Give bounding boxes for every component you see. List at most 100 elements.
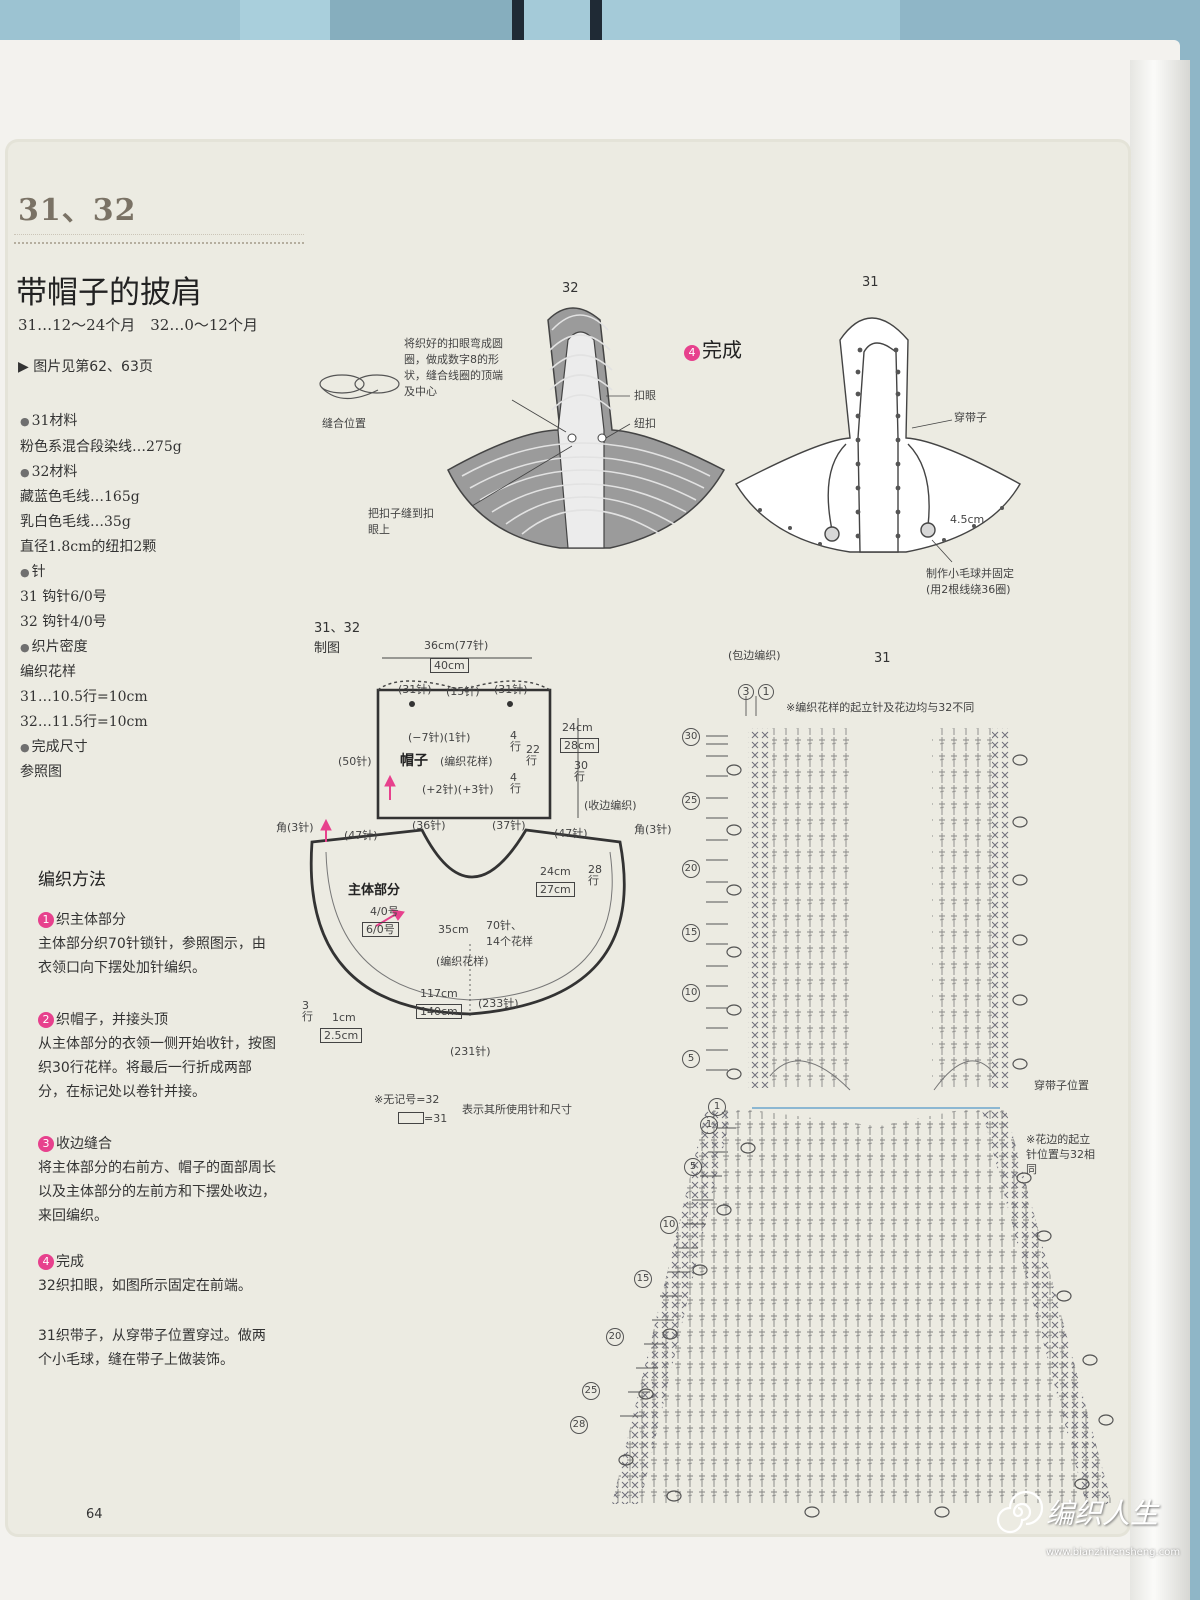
edge-width-31: 2.5cm xyxy=(320,1028,363,1043)
row-number: 10 xyxy=(660,1216,678,1234)
step-3-body: 将主体部分的右前方、帽子的面部周长以及主体部分的左前方和下摆处收边，来回编织。 xyxy=(38,1160,276,1224)
stitches-37: (37针) xyxy=(492,819,526,832)
watermark-url: www.bianzhirensheng.com xyxy=(1046,1547,1181,1558)
legend-text: 表示其所使用针和尺寸 xyxy=(462,1103,572,1116)
step-title-text: 织主体部分 xyxy=(56,912,126,928)
hood-label: 帽子 xyxy=(400,753,428,769)
body-height-31: 27cm xyxy=(536,882,575,897)
hood-stitches-center: (15针) xyxy=(446,685,480,698)
row-number: 20 xyxy=(682,860,700,878)
row-number: 20 xyxy=(606,1328,624,1346)
step-1-body: 主体部分织70针锁针，参照图示，由衣领口向下摆处加针编织。 xyxy=(38,936,266,976)
title-rule xyxy=(14,242,304,244)
row-number: 1 xyxy=(700,1116,718,1134)
page-number: 64 xyxy=(86,1507,103,1522)
pattern-number: 31、32 xyxy=(18,193,137,228)
pattern-repeats: 14个花样 xyxy=(486,935,533,948)
material-line: 粉色系混合段染线…275g xyxy=(20,439,182,455)
hem-width: 117cm xyxy=(420,987,458,1000)
book-spine xyxy=(1130,60,1190,1600)
spiral-logo-icon xyxy=(996,1490,1044,1534)
hood-pattern: (编织花样) xyxy=(440,755,493,768)
needle-31: 6/0号 xyxy=(362,922,399,937)
schematic-subtitle: 制图 xyxy=(314,641,341,656)
neck-stitches: 70针、 xyxy=(486,919,522,932)
row-number: 5 xyxy=(684,1158,702,1176)
hood-height-31: 28cm xyxy=(560,738,599,753)
material-line: 参照图 xyxy=(20,764,62,780)
step-number-icon: 1 xyxy=(38,912,54,928)
row-number: 25 xyxy=(682,792,700,810)
pompom-note-2: (用2根线绕36圈) xyxy=(926,583,1011,596)
row-number: 28 xyxy=(570,1416,588,1434)
drawstring-label: 穿带子 xyxy=(954,411,987,424)
row-number: 10 xyxy=(682,984,700,1002)
edging-label: (收边编织) xyxy=(584,799,637,812)
edge-width: 1cm xyxy=(332,1011,356,1024)
body-label: 主体部分 xyxy=(348,883,401,898)
hood-decrease: (−7针)(1针) xyxy=(408,731,471,744)
arrow-icon: ▶ xyxy=(18,359,34,375)
stitches-47-right: (47针) xyxy=(554,827,588,840)
step-4-extra: 31织带子，从穿带子位置穿过。做两个小毛球，缝在带子上做装饰。 xyxy=(38,1328,266,1368)
material-heading: 31材料 xyxy=(20,414,78,428)
hem-width-31: 140cm xyxy=(416,1004,462,1019)
buttonhole-note: 将织好的扣眼弯成圆圈，做成数字8的形状，缝合线圈的顶端及中心 xyxy=(404,337,503,398)
hood-increase: (+2针)(+3针) xyxy=(422,783,494,796)
chart-note-side: ※花边的起立针位置与32相同 xyxy=(1026,1133,1095,1176)
step-2-body: 从主体部分的衣领一侧开始收针，按图织30行花样。将最后一行折成两部分，在标记处以… xyxy=(38,1036,276,1100)
bottom-stitches: (231针) xyxy=(450,1045,491,1058)
method-heading: 编织方法 xyxy=(38,870,106,890)
buttonhole-loop-illustration xyxy=(319,374,400,400)
material-line: 藏蓝色毛线…165g xyxy=(20,489,140,505)
material-line: 乳白色毛线…35g xyxy=(20,514,131,530)
row-number: 15 xyxy=(634,1270,652,1288)
row-number: 15 xyxy=(682,924,700,942)
chart-title: 31 xyxy=(874,651,891,666)
step-title-text: 收边缝合 xyxy=(56,1136,112,1152)
stitches-47-left: (47针) xyxy=(344,829,378,842)
material-line: 32…11.5行=10cm xyxy=(20,714,148,730)
step-number-icon: 4 xyxy=(38,1254,54,1270)
rows-4b: 4行 xyxy=(510,771,521,795)
top-width: 36cm(77针) xyxy=(424,639,489,652)
photo-reference: ▶ 图片见第62、63页 xyxy=(18,360,153,374)
page-title: 带帽子的披肩 xyxy=(16,275,202,311)
step-number-icon: 2 xyxy=(38,1012,54,1028)
legend-note: ※无记号=32 xyxy=(374,1093,440,1106)
material-line: 31…10.5行=10cm xyxy=(20,689,148,705)
stitches-36: (36针) xyxy=(412,819,446,832)
drawstring-position: 穿带子位置 xyxy=(1034,1079,1089,1092)
material-heading: 32材料 xyxy=(20,465,78,479)
step-number-icon: 3 xyxy=(38,1136,54,1152)
hem-stitches: (233针) xyxy=(478,997,519,1010)
rows-22: 22行 xyxy=(526,743,540,767)
body-rows: 28行 xyxy=(588,863,602,887)
sew-button-note: 把扣子缝到扣眼上 xyxy=(368,507,434,536)
photo-reference-text: 图片见第62、63页 xyxy=(33,359,153,375)
watermark-logo: 编织人生 xyxy=(1046,1497,1159,1530)
shawl-32-illustration xyxy=(447,307,726,549)
legend-31-text: =31 xyxy=(424,1112,448,1125)
chart-edging-label: (包边编织) xyxy=(728,649,781,662)
hood-rows: 30行 xyxy=(574,759,588,783)
edging-number: 3 xyxy=(738,684,754,700)
neck-width: 35cm xyxy=(438,923,469,936)
material-heading: 完成尺寸 xyxy=(20,740,88,754)
hood-height: 24cm xyxy=(562,721,593,734)
step-title-text: 织帽子，并接头顶 xyxy=(56,1012,168,1028)
title-rule xyxy=(14,234,304,235)
diagram-label-32: 32 xyxy=(562,281,579,296)
button-label: 纽扣 xyxy=(634,417,656,430)
hood-side-stitches: (50针) xyxy=(338,755,372,768)
needle-32: 4/0号 xyxy=(370,905,399,918)
corner-right: 角(3针) xyxy=(634,823,672,836)
edging-number: 1 xyxy=(758,684,774,700)
row-number: 30 xyxy=(682,728,700,746)
